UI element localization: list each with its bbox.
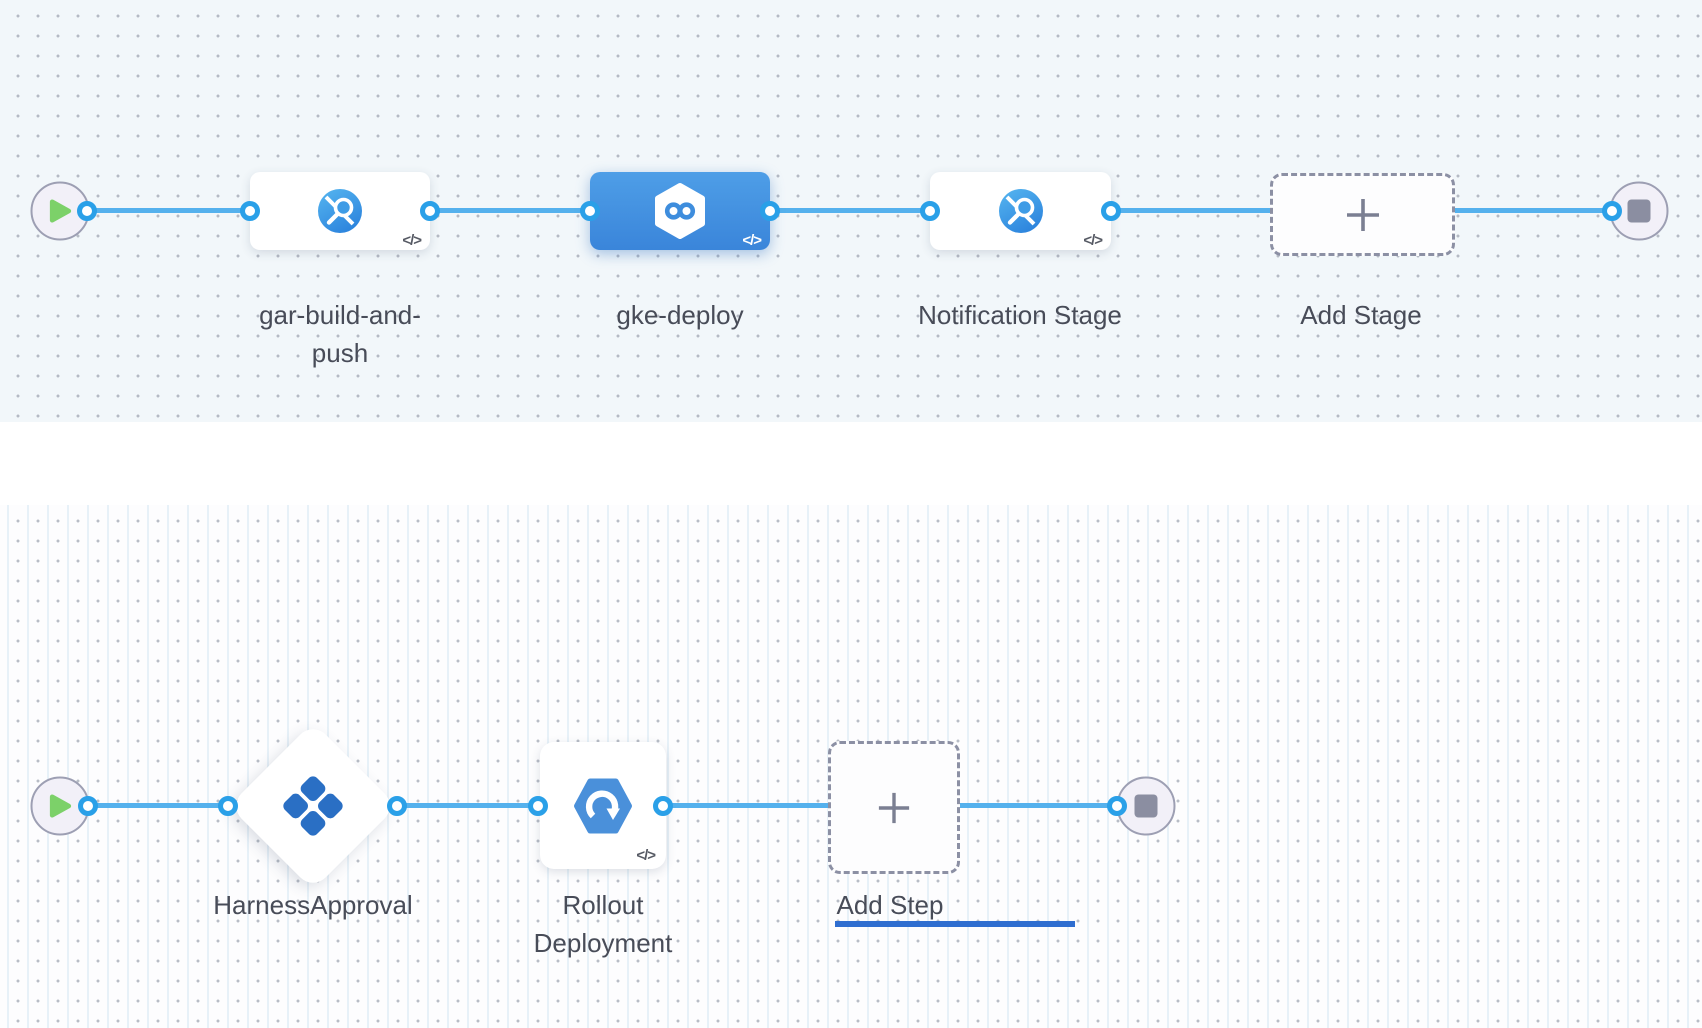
pipeline-start-node bbox=[30, 181, 90, 241]
stage-card-gar-build-and-push[interactable]: </> bbox=[250, 172, 430, 250]
port-handle[interactable] bbox=[528, 796, 548, 816]
yaml-code-badge[interactable]: </> bbox=[636, 847, 656, 864]
port-handle[interactable] bbox=[1602, 201, 1622, 221]
port-handle[interactable] bbox=[387, 796, 407, 816]
stop-icon bbox=[1627, 199, 1651, 223]
port-handle[interactable] bbox=[920, 201, 940, 221]
stage-connector-line bbox=[87, 208, 1613, 213]
port-handle[interactable] bbox=[760, 201, 780, 221]
step-card-rollout-deployment[interactable]: </> bbox=[540, 742, 666, 869]
port-handle[interactable] bbox=[653, 796, 673, 816]
stage-label: gar-build-and-push bbox=[259, 300, 421, 368]
deploy-stage-icon bbox=[652, 182, 708, 240]
stage-card-notification-stage[interactable]: </> bbox=[930, 172, 1111, 250]
play-icon bbox=[48, 198, 72, 225]
rollout-deployment-icon bbox=[569, 776, 637, 836]
add-stage-button[interactable] bbox=[1270, 173, 1455, 256]
custom-stage-icon bbox=[317, 188, 363, 234]
port-handle[interactable] bbox=[77, 201, 97, 221]
stage-label: Notification Stage bbox=[918, 300, 1122, 330]
stage-canvas: </> </> </> bbox=[0, 0, 1702, 422]
stop-icon bbox=[1134, 794, 1158, 818]
yaml-code-badge[interactable]: </> bbox=[1083, 232, 1103, 249]
approval-step-icon bbox=[280, 773, 346, 839]
stage-tab-bar: Overview Service Environment Execution A… bbox=[0, 422, 1702, 927]
port-handle[interactable] bbox=[1107, 796, 1127, 816]
step-label: HarnessApproval bbox=[213, 890, 413, 920]
yaml-code-badge[interactable]: </> bbox=[742, 232, 762, 249]
active-tab-underline bbox=[835, 921, 1075, 927]
add-step-label: Add Step bbox=[836, 890, 944, 920]
port-handle[interactable] bbox=[420, 201, 440, 221]
play-icon bbox=[48, 793, 72, 820]
plus-icon bbox=[1345, 197, 1381, 233]
port-handle[interactable] bbox=[218, 796, 238, 816]
yaml-code-badge[interactable]: </> bbox=[402, 232, 422, 249]
plus-icon bbox=[877, 791, 911, 825]
add-stage-label: Add Stage bbox=[1300, 300, 1422, 330]
step-label: Rollout Deployment bbox=[533, 890, 673, 958]
port-handle[interactable] bbox=[1101, 201, 1121, 221]
port-handle[interactable] bbox=[240, 201, 260, 221]
port-handle[interactable] bbox=[78, 796, 98, 816]
custom-stage-icon bbox=[998, 188, 1044, 234]
port-handle[interactable] bbox=[580, 201, 600, 221]
stage-label: gke-deploy bbox=[616, 300, 744, 330]
add-step-button[interactable] bbox=[828, 741, 960, 874]
stage-card-gke-deploy[interactable]: </> bbox=[590, 172, 770, 250]
